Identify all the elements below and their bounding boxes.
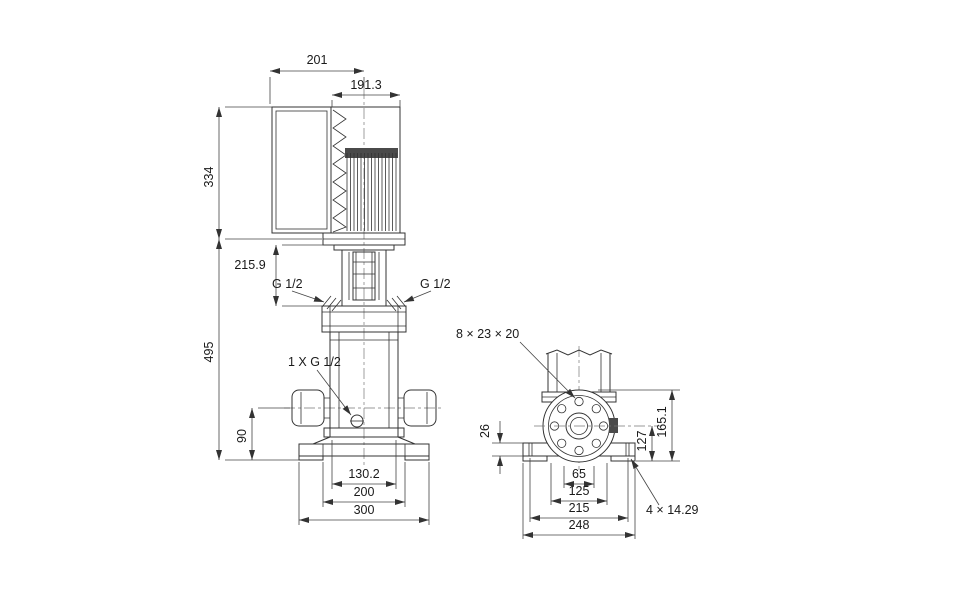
pump-head [321, 295, 407, 333]
cooling-fins [346, 153, 397, 231]
pipe-flanges [291, 389, 437, 427]
dim-215-label: 215 [569, 501, 590, 515]
dim-495-label: 495 [202, 342, 216, 363]
dim-90-label: 90 [235, 429, 249, 443]
coupling [352, 251, 376, 301]
bolt-hole [574, 396, 584, 407]
break-line [545, 349, 613, 356]
bolt-hole [591, 404, 601, 414]
base-front [298, 436, 430, 461]
port-left-label: G 1/2 [272, 277, 303, 291]
plug-label: 1 X G 1/2 [288, 355, 341, 369]
bolt-hole [574, 445, 584, 456]
dim-130-2-label: 130.2 [348, 467, 379, 481]
flange-bore [565, 412, 593, 440]
bolt-hole [557, 404, 567, 414]
dim-201-label: 201 [307, 53, 328, 67]
port-right-leader [403, 290, 432, 303]
front-view [271, 88, 444, 468]
coupling-stool [341, 250, 387, 306]
bolt-hole [591, 438, 601, 448]
base-holes-label: 4 × 14.29 [646, 503, 699, 517]
dimensions-side [492, 341, 680, 539]
flange-holes-label: 8 × 23 × 20 [456, 327, 519, 341]
dimension-labels: 201 191.3 334 495 215.9 G 1/2 G 1/2 1 X … [202, 53, 699, 532]
base-holes-leader [630, 458, 660, 506]
flange-left [291, 389, 325, 427]
bolt-hole [557, 438, 567, 448]
terminal-box [271, 106, 332, 234]
dim-334-label: 334 [202, 167, 216, 188]
plug-leader [316, 369, 352, 416]
dimensions-front [216, 68, 432, 525]
dim-191-3-label: 191.3 [350, 78, 381, 92]
motor-mounting-plate [322, 232, 406, 251]
pump-column [323, 331, 405, 438]
flange-right [403, 389, 437, 427]
dim-125-label: 125 [569, 484, 590, 498]
port-left-leader [291, 290, 325, 303]
motor [330, 106, 401, 234]
dim-300-label: 300 [354, 503, 375, 517]
port-right-label: G 1/2 [420, 277, 451, 291]
dim-127-label: 127 [635, 431, 649, 452]
side-view [522, 346, 662, 470]
dim-165-1-label: 165.1 [655, 406, 669, 437]
dim-215-9-label: 215.9 [234, 258, 265, 272]
gauge-tap [609, 418, 618, 433]
port-left-fitting [321, 295, 342, 312]
dim-26-label: 26 [478, 424, 492, 438]
fan-cover-seam [332, 109, 347, 233]
dim-200-label: 200 [354, 485, 375, 499]
flange-holes-leader [519, 341, 576, 399]
dim-65-label: 65 [572, 467, 586, 481]
dim-248-label: 248 [569, 518, 590, 532]
port-right-fitting [386, 295, 407, 312]
